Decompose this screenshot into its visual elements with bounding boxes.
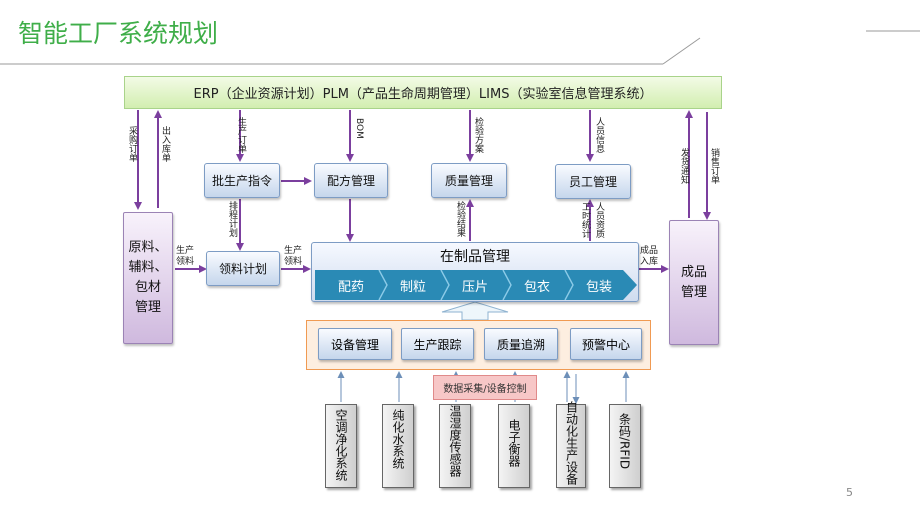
raw-materials-box: 原料、 辅料、 包材 管理 bbox=[123, 212, 173, 344]
label-purchase-order: 采购订单 bbox=[127, 126, 137, 162]
label-staff-info: 人员信息 bbox=[594, 117, 604, 153]
module-alert-center: 预警中心 bbox=[570, 328, 642, 360]
label-bom: BOM bbox=[354, 118, 364, 139]
wip-stage-1: 制粒 bbox=[399, 279, 426, 295]
label-sales-order: 销售订单 bbox=[709, 148, 719, 184]
page-number: 5 bbox=[846, 486, 853, 499]
wip-stage-divider-4 bbox=[564, 270, 574, 300]
quality-box: 质量管理 bbox=[431, 163, 507, 198]
material-plan-box: 领料计划 bbox=[206, 251, 280, 286]
label-production-order: 生产订单 bbox=[236, 117, 246, 153]
erp-plm-lims-bar: ERP（企业资源计划）PLM（产品生命周期管理）LIMS（实验室信息管理系统） bbox=[124, 76, 722, 109]
device-automation: 自动化生产设备 bbox=[556, 401, 586, 488]
device-temp-humidity-label: 温湿度传感器 bbox=[448, 405, 462, 477]
label-schedule-plan: 排程计划 bbox=[227, 201, 237, 237]
label-produce-pick-1: 生产 领料 bbox=[176, 246, 195, 267]
data-acquisition-box: 数据采集/设备控制 bbox=[433, 375, 537, 400]
module-production-tracking: 生产跟踪 bbox=[401, 328, 474, 360]
module-equipment: 设备管理 bbox=[318, 328, 392, 360]
label-in-out-stock: 出入库单 bbox=[160, 126, 170, 162]
finished-goods-box: 成品 管理 bbox=[669, 220, 719, 345]
wip-stage-divider-3 bbox=[502, 270, 512, 300]
device-scale: 电子衡器 bbox=[498, 404, 530, 488]
arrow-modules-to-wip bbox=[441, 301, 509, 321]
device-barcode-rfid: 条码/RFID bbox=[609, 404, 641, 488]
device-barcode-rfid-label: 条码/RFID bbox=[617, 413, 632, 470]
wip-stage-divider-2 bbox=[440, 270, 450, 300]
wip-stage-chevrons bbox=[315, 270, 637, 300]
device-purified-water: 纯化水系统 bbox=[382, 404, 414, 488]
header-diagonal bbox=[662, 37, 701, 65]
label-finished-in: 成品 入库 bbox=[640, 246, 659, 267]
device-hvac: 空调净化系统 bbox=[325, 404, 357, 488]
device-purified-water-label: 纯化水系统 bbox=[391, 409, 405, 469]
device-automation-label: 自动化生产设备 bbox=[564, 401, 579, 485]
label-work-hours: 工时统计 bbox=[580, 202, 590, 238]
label-staff-quality: 人员资质 bbox=[594, 202, 604, 238]
wip-stage-0: 配药 bbox=[337, 279, 364, 295]
wip-title: 在制品管理 bbox=[440, 249, 510, 265]
label-inspection-result: 检验结果 bbox=[455, 201, 465, 237]
staff-box: 员工管理 bbox=[555, 164, 631, 199]
device-temp-humidity: 温湿度传感器 bbox=[439, 404, 471, 488]
wip-stage-divider-1 bbox=[378, 270, 388, 300]
wip-stage-band bbox=[315, 270, 637, 300]
label-ship-notice: 发货通知 bbox=[679, 148, 689, 184]
device-scale-label: 电子衡器 bbox=[507, 419, 521, 467]
batch-order-box: 批生产指令 bbox=[204, 163, 280, 198]
wip-box: 在制品管理 配药 制粒 压片 包衣 包装 bbox=[311, 242, 639, 302]
module-quality-trace: 质量追溯 bbox=[484, 328, 558, 360]
recipe-box: 配方管理 bbox=[314, 163, 388, 198]
page-title: 智能工厂系统规划 bbox=[18, 19, 219, 48]
wip-stage-4: 包装 bbox=[585, 279, 612, 295]
wip-stage-2: 压片 bbox=[461, 279, 488, 295]
device-hvac-label: 空调净化系统 bbox=[334, 409, 348, 481]
label-produce-pick-2: 生产 领料 bbox=[284, 246, 303, 267]
label-inspection-plan: 检验方案 bbox=[473, 117, 483, 153]
wip-stage-3: 包衣 bbox=[523, 279, 550, 295]
